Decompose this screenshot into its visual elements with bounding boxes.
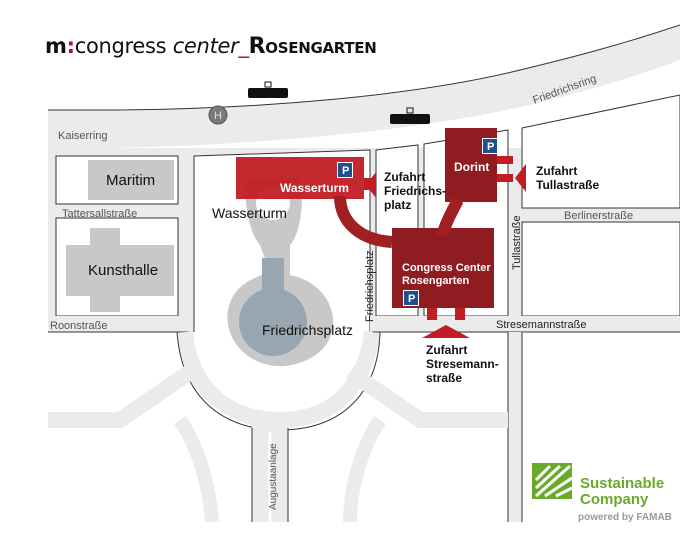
label-tullastrasse: Tullastraße [511,215,523,270]
label-roonstrasse: Roonstraße [50,320,108,332]
label-friedrichsplatz-street: Friedrichsplatz [364,250,376,322]
tram-icon [248,81,288,98]
label-friedrichsplatz: Friedrichsplatz [262,322,354,338]
sustainable-powered-by: powered by FAMAB [578,512,672,523]
arrow-tullastrasse [515,164,526,192]
fountain-basin [239,288,307,356]
brand-logo: m:congress center_Rosengarten [45,34,377,59]
tram-icon [390,107,430,124]
parking-icon-congress-center: P [403,290,419,306]
maritim-building [88,160,174,200]
label-augustaanlage: Augustaanlage [268,443,279,510]
bus-stop-icon [208,105,228,125]
label-congress-center: Congress Center Rosengarten [402,262,491,287]
label-kunsthalle: Kunsthalle [88,262,159,279]
label-maritim: Maritim [106,172,156,189]
sustainable-company-logo: Sustainable Company [580,475,665,508]
ring-road [48,25,680,148]
arrow-stresemannstrasse [422,325,470,338]
arrow-friedrichsplatz [366,172,376,198]
parking-icon-dorint: P [482,138,498,154]
label-wasserturm-garage: Wasserturm [280,181,349,195]
label-wasserturm: Wasserturm [212,205,287,221]
label-berlinerstrasse: Berlinerstraße [564,210,634,222]
parking-icon-wasserturm: P [337,162,353,178]
label-stresemannstrasse: Stresemannstraße [496,319,587,331]
bus-stop-letter: H [214,110,222,122]
label-kaiserring: Kaiserring [58,130,108,142]
kunsthalle-building [66,228,174,312]
label-dorint: Dorint [454,160,490,174]
label-tattersallstrasse: Tattersallstraße [62,208,138,220]
sustainable-leaf-icon [532,463,573,499]
